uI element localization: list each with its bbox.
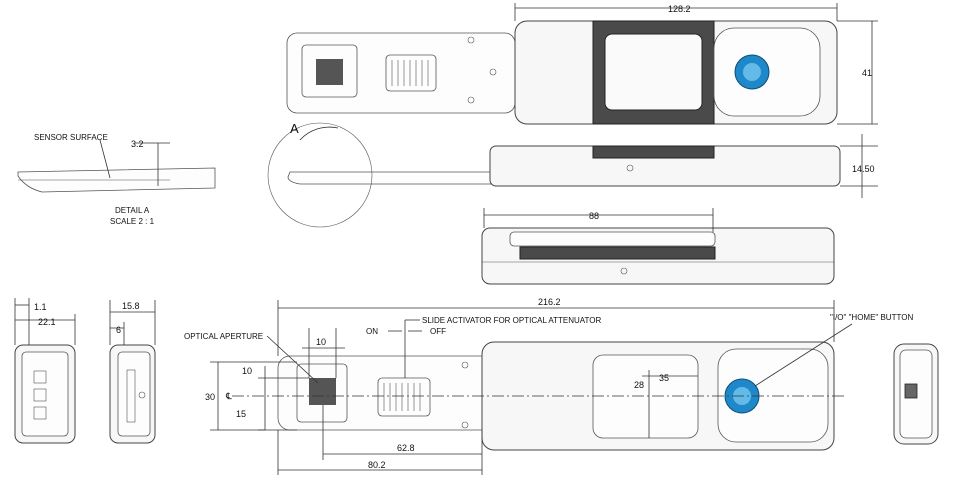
dim-front-10-top: 10 [316, 337, 326, 347]
front-slide-activator[interactable] [377, 377, 431, 417]
dim-front-15: 15 [236, 409, 246, 419]
dim-front-10-left: 10 [242, 366, 252, 376]
dim-closed-length: 88 [589, 211, 599, 221]
top-aperture [316, 59, 343, 85]
front-view: 216.2 OPTICAL APERTURE 10 30 ℄ 10 15 SLI… [184, 297, 913, 475]
dim-front-28: 28 [634, 380, 644, 390]
front-optical-aperture [309, 378, 336, 405]
detail-dim-depth: 3.2 [131, 139, 144, 149]
dim-front-80-2: 80.2 [368, 460, 386, 470]
dim-side-thickness: 14.50 [852, 164, 875, 174]
front-button-area [717, 348, 829, 443]
dim-front-30: 30 [205, 392, 215, 402]
usb-port [904, 383, 918, 399]
dim-top-width: 128.2 [668, 4, 691, 14]
top-display-window [604, 33, 703, 111]
end-views-left: 1.1 22.1 15.8 6 [14, 298, 156, 444]
detail-circle-label: A [290, 121, 299, 136]
dim-end-a: 1.1 [34, 302, 47, 312]
dim-front-62-8: 62.8 [397, 443, 415, 453]
dim-top-height: 41 [862, 68, 872, 78]
side-slide-tray [287, 171, 501, 185]
detail-sensor-label: SENSOR SURFACE [34, 133, 108, 142]
top-view: 128.2 41 [286, 3, 878, 125]
dim-end-b: 22.1 [38, 317, 56, 327]
side-display-edge [592, 145, 715, 159]
label-home-button: "I/O" "HOME" BUTTON [830, 313, 913, 322]
end-view-right [893, 343, 939, 445]
top-home-button-highlight [743, 63, 761, 81]
dim-front-total: 216.2 [538, 297, 561, 307]
label-off: OFF [430, 327, 446, 336]
label-slide-activator: SLIDE ACTIVATOR FOR OPTICAL ATTENUATOR [422, 316, 602, 325]
closed-top-rail [509, 231, 716, 247]
detail-a: A SENSOR SURFACE 3.2 DETAIL A SCALE 2 : … [17, 121, 373, 228]
side-view: 14.50 [287, 134, 878, 198]
detail-circle [267, 122, 373, 228]
dim-end-d: 6 [116, 325, 121, 335]
front-display-window [592, 354, 699, 439]
dim-end-c: 15.8 [122, 301, 140, 311]
closed-dark-band [519, 246, 716, 260]
dim-front-35: 35 [659, 373, 669, 383]
label-on: ON [366, 327, 378, 336]
closed-view: 88 [481, 208, 835, 285]
detail-title: DETAIL A [115, 206, 150, 215]
top-slide-switch [385, 54, 437, 92]
detail-scale: SCALE 2 : 1 [110, 217, 155, 226]
centerline-symbol: ℄ [225, 391, 232, 401]
label-optical-aperture: OPTICAL APERTURE [184, 332, 263, 341]
